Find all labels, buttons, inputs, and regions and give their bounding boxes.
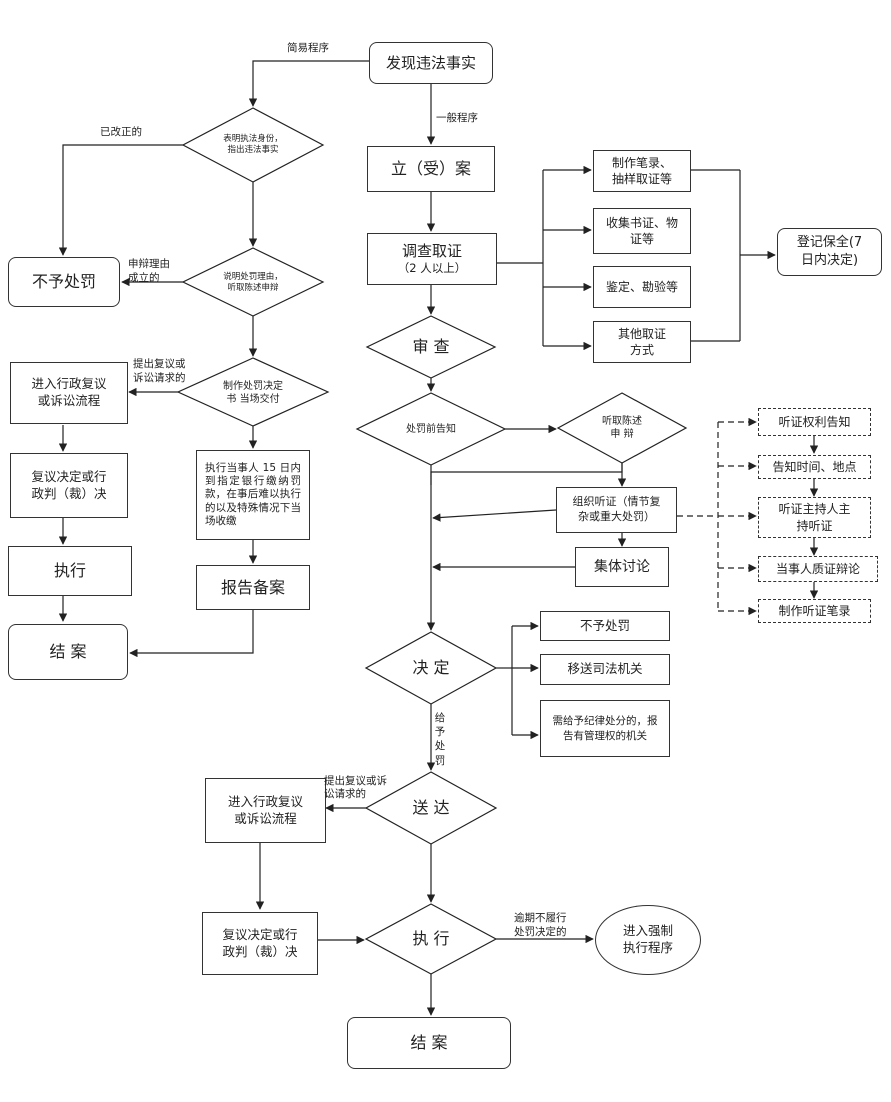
investigate-box: 调查取证 （2 人以上） <box>367 233 497 285</box>
hearing-debate-box: 当事人质证辩论 <box>758 556 878 582</box>
transfer-judicial-box: 移送司法机关 <box>540 654 670 685</box>
investigate-title: 调查取证 <box>401 242 462 261</box>
execute-right-label: 执 行 <box>412 928 450 948</box>
review-left-box: 进入行政复议 或诉讼流程 <box>10 362 128 424</box>
hearing-time-notice-box: 告知时间、地点 <box>758 455 871 479</box>
connector <box>58 144 183 256</box>
report-box: 报告备案 <box>196 565 310 610</box>
investigate-subtitle: （2 人以上） <box>397 261 467 276</box>
connector <box>129 610 254 658</box>
audit-label: 审 查 <box>412 336 450 356</box>
collective-discussion-box: 集体讨论 <box>575 547 669 587</box>
connector <box>248 60 369 107</box>
execute-left-box: 执行 <box>8 546 132 596</box>
hearing-host-box: 听证主持人主 持听证 <box>758 497 871 538</box>
close-left-box: 结 案 <box>8 624 128 680</box>
deliver-label: 送 达 <box>412 797 450 817</box>
discipline-report-box: 需给予纪律处分的，报 告有管理权的机关 <box>540 700 670 757</box>
simple-procedure-label: 简易程序 <box>287 42 329 54</box>
hear-statement-label: 听取陈述 申 辩 <box>602 416 642 440</box>
diamond-explain-label: 说明处罚理由， 听取陈述申辩 <box>223 271 283 293</box>
decide-label: 决 定 <box>412 657 450 677</box>
diamond-identity-label: 表明执法身份， 指出违法事实 <box>223 133 283 155</box>
connector <box>432 509 557 522</box>
hearing-box: 组织听证（情节复 杂或重大处罚） <box>556 487 677 533</box>
discover-box: 发现违法事实 <box>369 42 493 84</box>
connector <box>430 463 623 485</box>
hearing-record-box: 制作听证笔录 <box>758 599 871 623</box>
other-evidence-box: 其他取证 方式 <box>593 321 691 363</box>
enforce-ellipse: 进入强制 执行程序 <box>595 905 701 975</box>
pay-fine-box: 执行当事人 15 日内到指定银行缴纳罚款，在事后难以执行的以及特殊情况下当场收缴 <box>196 450 310 540</box>
appeal-left-label: 提出复议或 诉讼请求的 <box>133 358 186 384</box>
general-procedure-label: 一般程序 <box>436 112 478 124</box>
give-penalty-label: 给 予 处 罚 <box>434 712 446 767</box>
appraise-box: 鉴定、勘验等 <box>593 266 691 308</box>
no-penalty-right-box: 不予处罚 <box>540 611 670 641</box>
review-right-box: 进入行政复议 或诉讼流程 <box>205 778 326 843</box>
corrected-label: 已改正的 <box>100 126 142 138</box>
file-case-box: 立（受）案 <box>367 146 495 192</box>
appeal-right-label: 提出复议或诉 讼请求的 <box>324 775 387 800</box>
no-penalty-left-box: 不予处罚 <box>8 257 120 307</box>
hearing-rights-notice-box: 听证权利告知 <box>758 408 871 436</box>
make-record-box: 制作笔录、 抽样取证等 <box>593 150 691 192</box>
pre-notice-label: 处罚前告知 <box>406 423 456 435</box>
close-right-box: 结 案 <box>347 1017 511 1069</box>
collect-evidence-box: 收集书证、物 证等 <box>593 208 691 254</box>
diamond-decision-simple-label: 制作处罚决定 书 当场交付 <box>223 381 283 405</box>
overdue-label: 逾期不履行 处罚决定的 <box>514 912 567 938</box>
register-preserve-box: 登记保全(7 日内决定) <box>777 228 882 276</box>
defense-valid-label: 申辩理由 成立的 <box>128 258 170 284</box>
review-decision-left-box: 复议决定或行 政判（裁）决 <box>10 453 128 518</box>
review-decision-right-box: 复议决定或行 政判（裁）决 <box>202 912 318 975</box>
